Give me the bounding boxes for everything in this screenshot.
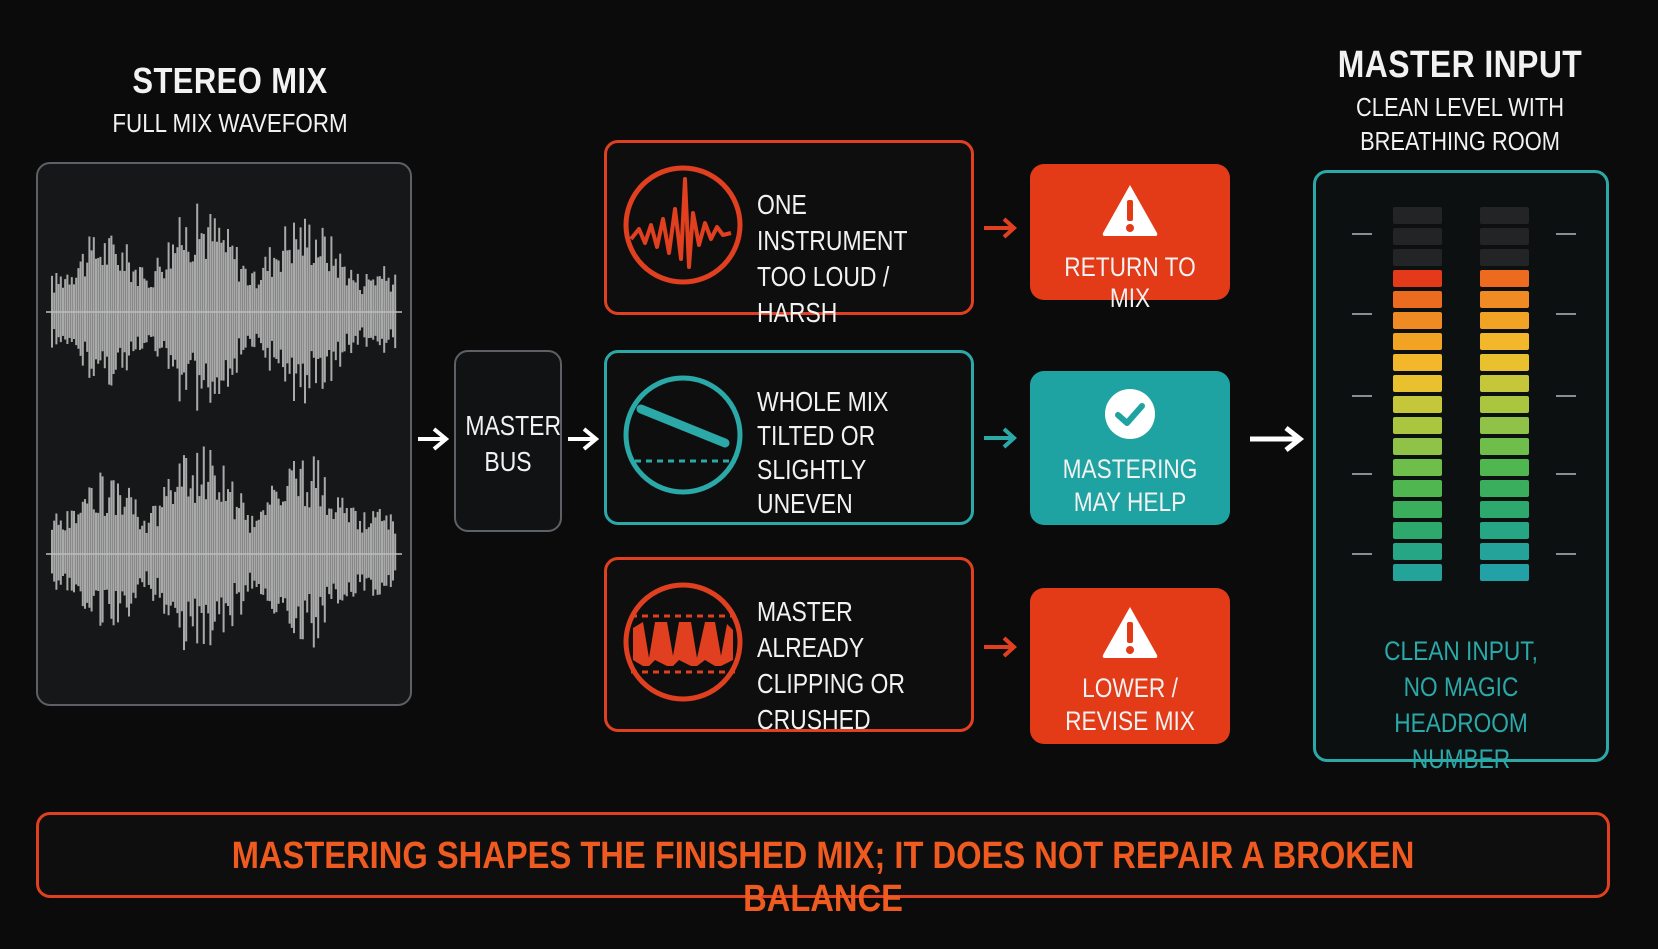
outcome-text-line: LOWER / (1082, 673, 1178, 703)
meter-segment (1393, 564, 1442, 581)
arrow-right-icon (418, 427, 450, 451)
problem-box-clipping: MASTER ALREADY CLIPPING OR CRUSHED (604, 557, 974, 735)
level-meter-right (1480, 207, 1529, 581)
meter-segment (1393, 333, 1442, 350)
meter-segment (1393, 417, 1442, 434)
meter-segment (1480, 417, 1529, 434)
problem-text-line: SLIGHTLY UNEVEN (757, 454, 866, 519)
problem-text-line: TILTED OR (757, 420, 876, 451)
master-input-subtitle-line: CLEAN LEVEL WITH (1356, 92, 1564, 122)
tilted-line-icon (623, 375, 743, 495)
meter-segment (1393, 249, 1442, 266)
arrow-right-icon (568, 427, 600, 451)
arrow-right-icon (984, 636, 1017, 658)
waveform-spike-icon (623, 165, 743, 285)
meter-segment (1393, 375, 1442, 392)
clipped-waveform-icon (623, 582, 743, 702)
arrow-right-icon (1250, 426, 1305, 452)
meter-segment (1480, 501, 1529, 518)
master-input-subtitle-line: BREATHING ROOM (1360, 126, 1560, 156)
meter-segment (1393, 522, 1442, 539)
master-input-caption-line: NUMBER (1411, 744, 1511, 774)
meter-segment (1393, 459, 1442, 476)
footer-text: MASTERING SHAPES THE FINISHED MIX; IT DO… (231, 835, 1415, 920)
meter-segment (1480, 459, 1529, 476)
outcome-text-line: RETURN TO MIX (1064, 252, 1196, 313)
meter-segment (1480, 354, 1529, 371)
master-bus-label-line2: BUS (484, 446, 532, 477)
outcome-text-line: MASTERING (1062, 454, 1198, 484)
stereo-waveform-icon (46, 203, 402, 651)
master-input-caption-line: CLEAN INPUT, (1384, 636, 1538, 666)
master-input-caption-line: NO MAGIC HEADROOM (1394, 672, 1528, 738)
outcome-text-line: REVISE MIX (1065, 706, 1195, 736)
master-input-title: MASTER INPUT (1337, 44, 1583, 86)
problem-box-tilted: WHOLE MIX TILTED OR SLIGHTLY UNEVEN (604, 350, 974, 525)
stereo-mix-title: STEREO MIX (132, 60, 328, 101)
master-bus-box: MASTER BUS (454, 350, 562, 532)
meter-segment (1393, 354, 1442, 371)
meter-segment (1480, 312, 1529, 329)
meter-segment (1393, 480, 1442, 497)
stereo-mix-subtitle: FULL MIX WAVEFORM (112, 108, 348, 138)
level-meter-left (1393, 207, 1442, 581)
meter-segment (1480, 228, 1529, 245)
problem-box-too-loud: ONE INSTRUMENT TOO LOUD / HARSH (604, 140, 974, 328)
meter-segment (1393, 312, 1442, 329)
meter-segment (1480, 522, 1529, 539)
meter-segment (1393, 543, 1442, 560)
meter-segment (1393, 396, 1442, 413)
problem-text-line: WHOLE MIX (757, 386, 889, 417)
meter-segment (1480, 543, 1529, 560)
master-input-meter-panel: CLEAN INPUT, NO MAGIC HEADROOM NUMBER (1313, 170, 1609, 774)
check-icon (1105, 389, 1155, 439)
warning-icon (1102, 607, 1158, 658)
outcome-return-to-mix: RETURN TO MIX (1030, 164, 1230, 313)
meter-segment (1393, 228, 1442, 245)
arrow-right-icon (984, 217, 1017, 239)
outcome-lower-revise-mix: LOWER / REVISE MIX (1030, 588, 1230, 744)
outcome-mastering-may-help: MASTERING MAY HELP (1030, 371, 1230, 525)
meter-segment (1393, 438, 1442, 455)
meter-segment (1393, 207, 1442, 224)
arrow-right-icon (984, 427, 1017, 449)
meter-segment (1480, 270, 1529, 287)
problem-text-line: MASTER ALREADY (757, 596, 865, 663)
meter-segment (1480, 564, 1529, 581)
meter-segment (1480, 480, 1529, 497)
problem-text-line: TOO LOUD / HARSH (757, 261, 890, 328)
meter-segment (1480, 438, 1529, 455)
problem-text-line: ONE INSTRUMENT (757, 189, 908, 256)
meter-segment (1480, 207, 1529, 224)
meter-segment (1393, 270, 1442, 287)
meter-segment (1393, 291, 1442, 308)
problem-text-line: CRUSHED (757, 704, 871, 735)
meter-segment (1480, 249, 1529, 266)
outcome-text-line: MAY HELP (1073, 487, 1187, 517)
meter-segment (1480, 396, 1529, 413)
meter-segment (1393, 501, 1442, 518)
problem-text-line: CLIPPING OR (757, 668, 905, 699)
meter-segment (1480, 375, 1529, 392)
footer-banner: MASTERING SHAPES THE FINISHED MIX; IT DO… (36, 812, 1610, 920)
master-bus-label-line1: MASTER (465, 410, 562, 441)
meter-segment (1480, 333, 1529, 350)
meter-segment (1480, 291, 1529, 308)
stereo-waveform-panel (36, 162, 412, 706)
warning-icon (1102, 185, 1158, 236)
